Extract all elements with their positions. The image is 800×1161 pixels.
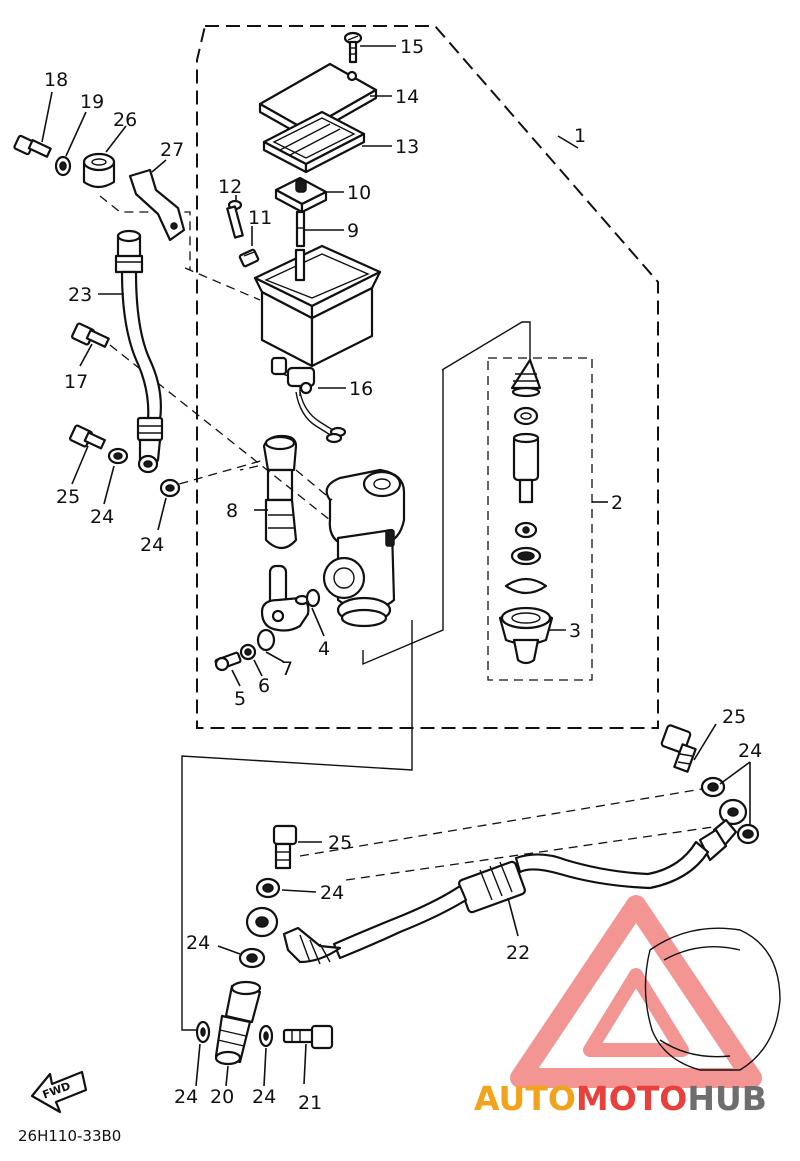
assembly-boundary-1 (196, 25, 659, 729)
callout-23: 23 (68, 284, 92, 306)
watermark-text: AUTOMOTOHUB (474, 1079, 767, 1118)
part-15-screw (343, 31, 363, 64)
callout-24-low-b: 24 (252, 1086, 276, 1108)
callout-13: 13 (395, 136, 419, 158)
part-18-bolt (13, 134, 52, 158)
part-26-grommet (82, 152, 116, 189)
part-25-bolt-middle (272, 824, 298, 870)
callout-21: 21 (298, 1092, 322, 1114)
part-27-bracket (128, 168, 186, 242)
callout-24-mid: 24 (320, 882, 344, 904)
leader-lines (41, 45, 751, 1087)
part-10-float (274, 176, 328, 214)
part-16-switch (286, 366, 347, 444)
callout-25-middle: 25 (328, 832, 352, 854)
callouts: 15 14 13 1 12 10 11 9 16 2 8 3 4 7 6 5 1… (44, 36, 762, 1114)
callout-19: 19 (80, 91, 104, 113)
callout-8: 8 (226, 500, 238, 522)
callout-10: 10 (347, 182, 371, 204)
callout-16: 16 (349, 378, 373, 400)
part-12-screw (226, 199, 244, 239)
callout-25-upper: 25 (56, 486, 80, 508)
part-11-nut (238, 248, 260, 268)
lower-guide-lines (181, 620, 721, 1031)
part-13-diaphragm (262, 110, 366, 174)
part-24-washer-right-b (736, 823, 760, 845)
part-25-bolt-right (660, 724, 697, 773)
callout-11: 11 (248, 207, 272, 229)
part-20-fitting (214, 980, 262, 1066)
part-22-hose (245, 798, 748, 965)
watermark-moto: MOTO (576, 1079, 687, 1118)
part-6-washer (239, 643, 257, 661)
part-24-washer-right-a (700, 776, 726, 798)
catalog-number: 26H110-33B0 (18, 1127, 121, 1145)
watermark-logo (510, 895, 762, 1088)
callout-27: 27 (160, 139, 184, 161)
master-cylinder-body (322, 468, 406, 628)
fwd-arrow-icon: FWD (30, 1070, 88, 1114)
part-9-rod (295, 210, 306, 248)
part-24-washer-mid-a (255, 877, 281, 899)
part-23-hose (114, 229, 164, 474)
callout-24-low-a: 24 (174, 1086, 198, 1108)
part-24-washer-b (159, 478, 181, 498)
callout-20: 20 (210, 1086, 234, 1108)
caliper-outline (644, 927, 781, 1071)
callout-7: 7 (281, 658, 293, 680)
part-24-washer-low-a (195, 1020, 211, 1044)
callout-22: 22 (506, 942, 530, 964)
reservoir-body (253, 244, 382, 396)
callout-3: 3 (569, 620, 581, 642)
callout-18: 18 (44, 69, 68, 91)
part-7-link (260, 564, 310, 632)
callout-15: 15 (400, 36, 424, 58)
kit-boundary-2 (487, 357, 593, 681)
part-21-bolt (282, 1024, 334, 1050)
callout-4: 4 (318, 638, 330, 660)
callout-17: 17 (64, 371, 88, 393)
part-24-washer-low-b (258, 1024, 274, 1048)
callout-26: 26 (113, 109, 137, 131)
kit-2-internals (498, 358, 554, 665)
callout-5: 5 (234, 688, 246, 710)
callout-24-left: 24 (186, 932, 210, 954)
callout-6: 6 (258, 675, 270, 697)
callout-24-a: 24 (90, 506, 114, 528)
part-7-washer (256, 628, 276, 652)
callout-1: 1 (574, 125, 586, 147)
callout-12: 12 (218, 176, 242, 198)
part-8-pushrod (262, 434, 298, 550)
watermark-auto: AUTO (474, 1079, 576, 1118)
callout-24-b: 24 (140, 534, 164, 556)
callout-25-right: 25 (722, 706, 746, 728)
part-5-bolt (214, 651, 242, 672)
watermark-hub: HUB (687, 1079, 767, 1118)
part-25-bolt-upper (69, 424, 106, 450)
part-24-washer-a (107, 447, 129, 465)
part-19-washer (54, 155, 72, 177)
part-4-oring (305, 588, 321, 608)
part-24-washer-mid-b (238, 947, 266, 969)
callout-14: 14 (395, 86, 419, 108)
part-17-bolt (71, 322, 110, 348)
callout-24-right: 24 (738, 740, 762, 762)
callout-9: 9 (347, 220, 359, 242)
callout-2: 2 (611, 492, 623, 514)
